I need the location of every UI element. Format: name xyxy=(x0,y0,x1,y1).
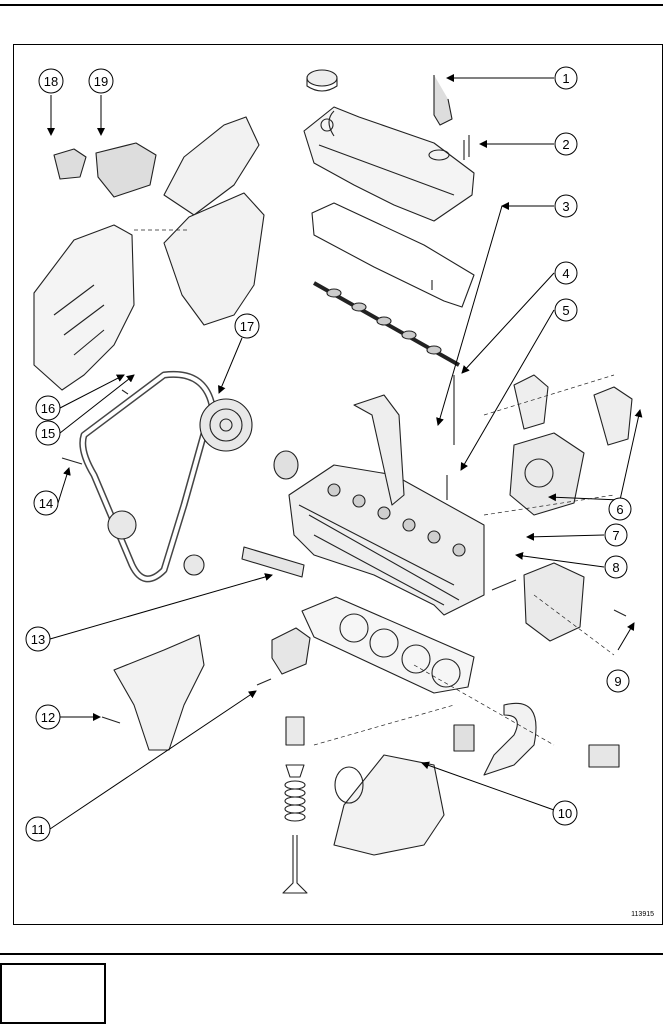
svg-text:11: 11 xyxy=(31,822,45,837)
callout-10: 10 xyxy=(552,800,578,826)
svg-text:3: 3 xyxy=(562,199,569,214)
svg-text:2: 2 xyxy=(562,137,569,152)
callout-7: 7 xyxy=(604,523,628,547)
exploded-diagram-frame: 1 2 3 4 5 6 7 8 9 10 11 12 13 14 15 16 1… xyxy=(13,44,663,925)
callout-5: 5 xyxy=(554,298,578,322)
svg-text:1: 1 xyxy=(562,71,569,86)
svg-text:18: 18 xyxy=(44,74,58,89)
callout-14: 14 xyxy=(33,490,59,516)
bottom-rule xyxy=(0,953,663,955)
callout-8: 8 xyxy=(604,555,628,579)
svg-text:7: 7 xyxy=(612,528,619,543)
engine-parts-drawing xyxy=(33,69,633,894)
callout-3: 3 xyxy=(554,194,578,218)
top-rule xyxy=(0,4,663,6)
svg-text:13: 13 xyxy=(31,632,45,647)
leader-lines xyxy=(47,74,643,830)
callout-11: 11 xyxy=(25,816,51,842)
svg-text:15: 15 xyxy=(41,426,55,441)
callout-6: 6 xyxy=(608,497,632,521)
svg-text:8: 8 xyxy=(612,560,619,575)
callout-4: 4 xyxy=(554,261,578,285)
callout-17: 17 xyxy=(234,313,260,339)
callout-16: 16 xyxy=(35,395,61,421)
svg-text:19: 19 xyxy=(94,74,108,89)
svg-text:17: 17 xyxy=(240,319,254,334)
callout-15: 15 xyxy=(35,420,61,446)
callout-markers: 1 2 3 4 5 6 7 8 9 10 11 12 13 14 15 16 1… xyxy=(25,66,632,842)
svg-text:16: 16 xyxy=(41,401,55,416)
callout-13: 13 xyxy=(25,626,51,652)
footer-box xyxy=(0,963,106,1024)
svg-text:5: 5 xyxy=(562,303,569,318)
callout-9: 9 xyxy=(606,669,630,693)
svg-text:4: 4 xyxy=(562,266,569,281)
callout-2: 2 xyxy=(554,132,578,156)
callout-1: 1 xyxy=(554,66,578,90)
svg-text:6: 6 xyxy=(616,502,623,517)
callout-18: 18 xyxy=(38,68,64,94)
callout-12: 12 xyxy=(35,704,61,730)
svg-text:12: 12 xyxy=(41,710,55,725)
callout-19: 19 xyxy=(88,68,114,94)
svg-text:14: 14 xyxy=(39,496,53,511)
svg-text:10: 10 xyxy=(558,806,572,821)
figure-reference-number: 113915 xyxy=(631,911,654,918)
exploded-engine-diagram: 1 2 3 4 5 6 7 8 9 10 11 12 13 14 15 16 1… xyxy=(25,66,643,894)
svg-text:9: 9 xyxy=(614,674,621,689)
